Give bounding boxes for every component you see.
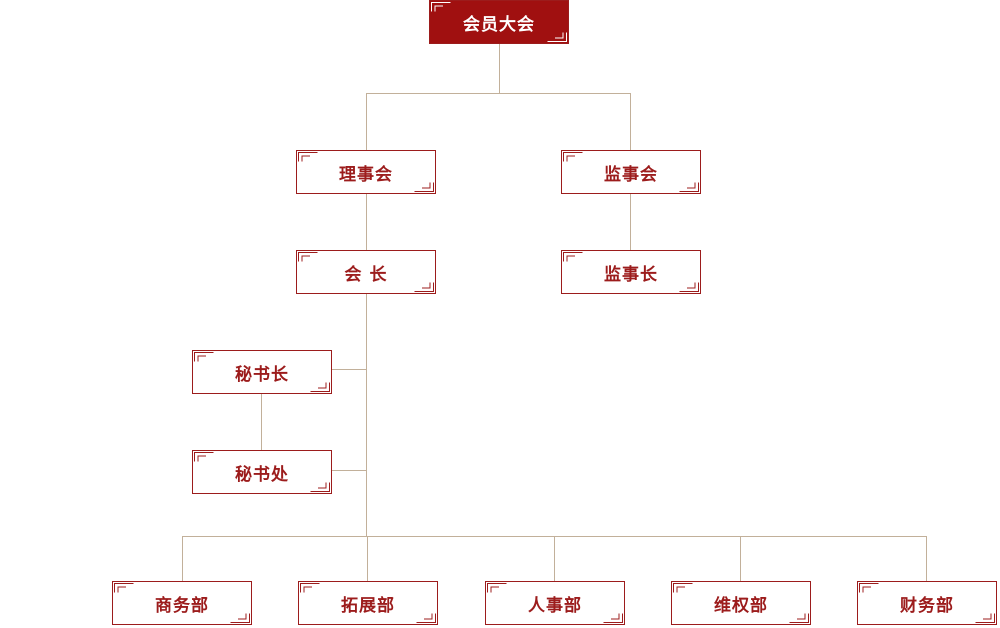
node-dept-rights[interactable]: 维权部 <box>671 581 811 625</box>
node-label: 会 长 <box>344 264 388 285</box>
connector-to-dept-hr <box>554 536 555 581</box>
corner-ornament-tl <box>300 583 320 593</box>
connector-to-secretariat <box>332 470 367 471</box>
node-label: 监事会 <box>604 164 658 185</box>
connector-to-secretary-general <box>332 369 367 370</box>
corner-ornament-tl <box>431 2 451 12</box>
connector-to-dept-finance <box>926 536 927 581</box>
node-dept-hr[interactable]: 人事部 <box>485 581 625 625</box>
corner-ornament-br <box>310 382 330 392</box>
node-label: 监事长 <box>604 264 658 285</box>
corner-ornament-tl <box>194 452 214 462</box>
corner-ornament-tl <box>298 152 318 162</box>
corner-ornament-br <box>975 613 995 623</box>
corner-ornament-tl <box>298 252 318 262</box>
corner-ornament-br <box>679 282 699 292</box>
corner-ornament-tl <box>487 583 507 593</box>
corner-ornament-tl <box>114 583 134 593</box>
corner-ornament-br <box>603 613 623 623</box>
connector-president-trunk <box>366 294 367 537</box>
corner-ornament-br <box>416 613 436 623</box>
corner-ornament-br <box>414 182 434 192</box>
connector-to-dept-business <box>182 536 183 581</box>
corner-ornament-tl <box>194 352 214 362</box>
corner-ornament-br <box>310 482 330 492</box>
node-supervisory-board[interactable]: 监事会 <box>561 150 701 194</box>
node-council[interactable]: 理事会 <box>296 150 436 194</box>
node-secretary-general[interactable]: 秘书长 <box>192 350 332 394</box>
node-label: 维权部 <box>714 595 768 616</box>
corner-ornament-tl <box>859 583 879 593</box>
connector-to-council <box>366 93 367 150</box>
corner-ornament-br <box>547 32 567 42</box>
node-label: 财务部 <box>900 595 954 616</box>
node-label: 拓展部 <box>341 595 395 616</box>
node-label: 商务部 <box>155 595 209 616</box>
node-secretariat[interactable]: 秘书处 <box>192 450 332 494</box>
node-label: 理事会 <box>339 164 393 185</box>
node-label: 人事部 <box>528 595 582 616</box>
corner-ornament-br <box>230 613 250 623</box>
node-dept-expansion[interactable]: 拓展部 <box>298 581 438 625</box>
corner-ornament-br <box>679 182 699 192</box>
node-label: 会员大会 <box>463 14 535 35</box>
corner-ornament-tl <box>563 252 583 262</box>
connector-top-bar <box>366 93 631 94</box>
connector-to-supervisory <box>630 93 631 150</box>
node-chief-supervisor[interactable]: 监事长 <box>561 250 701 294</box>
connector-council-president <box>366 194 367 250</box>
corner-ornament-br <box>414 282 434 292</box>
node-dept-finance[interactable]: 财务部 <box>857 581 997 625</box>
node-president[interactable]: 会 长 <box>296 250 436 294</box>
corner-ornament-br <box>789 613 809 623</box>
node-general-assembly[interactable]: 会员大会 <box>429 0 569 44</box>
connector-secretary-chain <box>261 394 262 450</box>
node-label: 秘书处 <box>235 464 289 485</box>
corner-ornament-tl <box>673 583 693 593</box>
node-dept-business[interactable]: 商务部 <box>112 581 252 625</box>
connector-to-dept-rights <box>740 536 741 581</box>
connector-supervisory-chief <box>630 194 631 250</box>
connector-to-dept-expansion <box>367 536 368 581</box>
node-label: 秘书长 <box>235 364 289 385</box>
corner-ornament-tl <box>563 152 583 162</box>
connector-assembly-down <box>499 44 500 94</box>
